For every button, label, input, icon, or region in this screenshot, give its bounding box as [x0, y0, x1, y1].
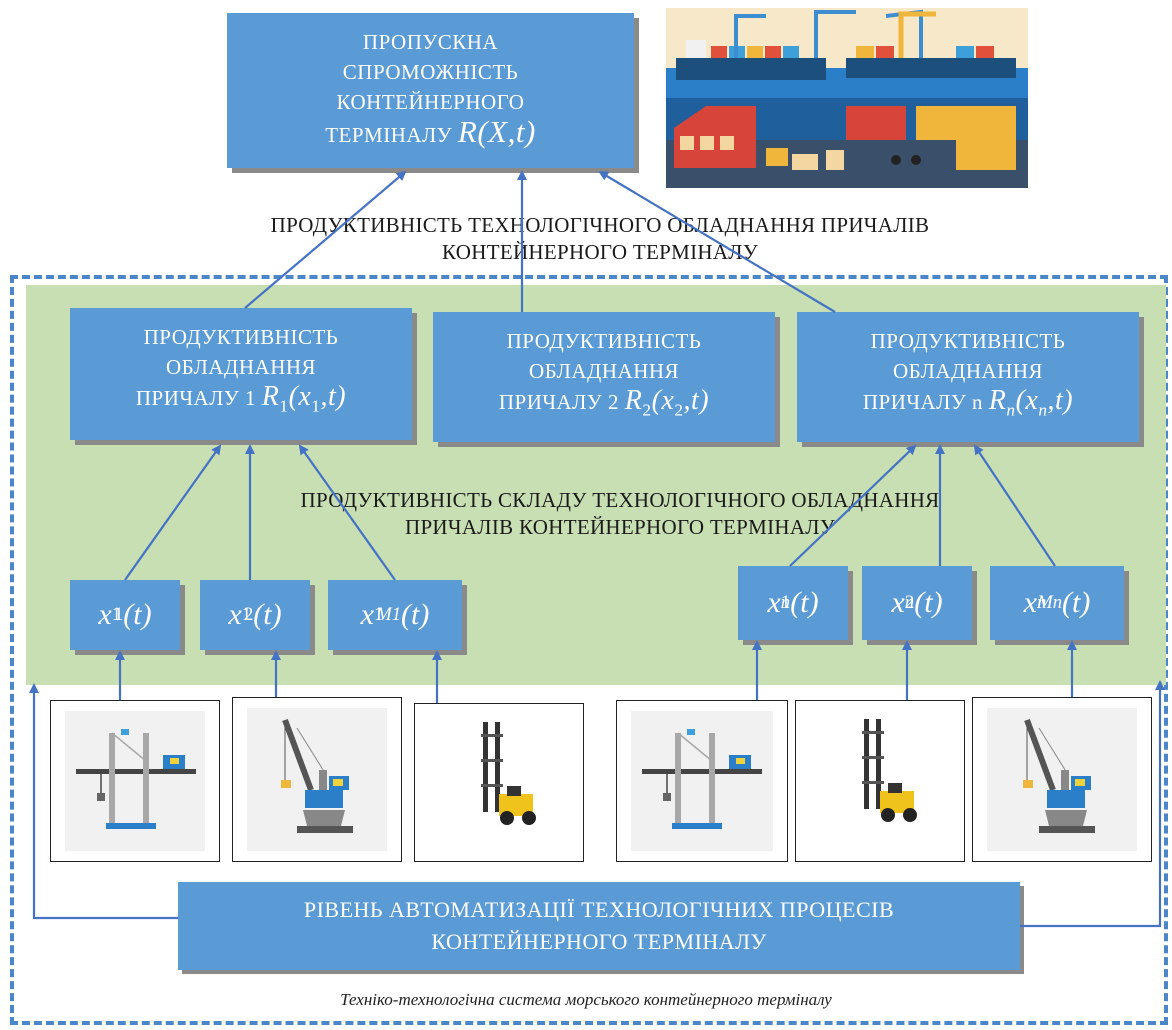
capacity-line-4: ТЕРМІНАЛУ R(X,t) [227, 114, 634, 150]
arrow-automation-right [1020, 680, 1165, 928]
equipment-productivity-label: ПРОДУКТИВНІСТЬ ТЕХНОЛОГІЧНОГО ОБЛАДНАННЯ… [150, 212, 1050, 266]
arrow-xnm-to-berthn [973, 444, 1056, 567]
berth-2-formula: R2(x2,t) [624, 385, 710, 420]
composition-label-line-2: ПРИЧАЛІВ КОНТЕЙНЕРНОГО ТЕРМІНАЛУ [404, 515, 836, 539]
gantry-crane-icon [642, 729, 762, 829]
composition-label: ПРОДУКТИВНІСТЬ СКЛАДУ ТЕХНОЛОГІЧНОГО ОБЛ… [170, 487, 1070, 541]
arrow-automation-left [29, 683, 178, 920]
equipment-box-3 [414, 703, 584, 862]
equipment-box-4 [616, 700, 788, 862]
berth-2-label: ПРИЧАЛУ 2 [498, 390, 620, 414]
automation-line-2: КОНТЕЙНЕРНОГО ТЕРМІНАЛУ [431, 929, 767, 954]
portal-crane-icon [281, 718, 353, 833]
berth-n-box: ПРОДУКТИВНІСТЬ ОБЛАДНАННЯ ПРИЧАЛУ n Rn(x… [797, 312, 1139, 442]
berth-1-formula: R1(x1,t) [261, 381, 347, 416]
capacity-line-1: ПРОПУСКНА [362, 30, 499, 54]
equipment-box-1 [50, 700, 220, 862]
berth-1-line-1: ПРОДУКТИВНІСТЬ [143, 325, 339, 349]
portal-crane-icon [1023, 718, 1095, 833]
berth-n-line-1: ПРОДУКТИВНІСТЬ [870, 329, 1066, 353]
composition-label-line-1: ПРОДУКТИВНІСТЬ СКЛАДУ ТЕХНОЛОГІЧНОГО ОБЛ… [300, 488, 940, 512]
arrow-berth1-to-capacity [244, 170, 407, 309]
berth-2-line-3: ПРИЧАЛУ 2 R2(x2,t) [433, 385, 775, 420]
equipment-box-2 [232, 697, 402, 862]
system-boundary [10, 275, 1168, 1025]
arrow-x1m-to-berth1 [298, 444, 396, 581]
equipment-box-5 [795, 700, 965, 862]
berth-1-line-3: ПРИЧАЛУ 1 R1(x1,t) [70, 381, 412, 416]
system-caption: Техніко-технологічна система морського к… [340, 990, 832, 1009]
berth-1-label: ПРИЧАЛУ 1 [135, 386, 257, 410]
capacity-line-2: СПРОМОЖНІСТЬ [342, 60, 519, 84]
berth-2-line-2: ОБЛАДНАННЯ [528, 359, 680, 383]
port-illustration [666, 8, 1028, 188]
automation-level-box: РІВЕНЬ АВТОМАТИЗАЦІЇ ТЕХНОЛОГІЧНИХ ПРОЦЕ… [178, 882, 1020, 970]
equipment-box-6 [972, 697, 1152, 862]
arrow-x11-to-berth1 [124, 444, 222, 581]
gantry-crane-icon [76, 729, 196, 829]
equipment-label-line-2: КОНТЕЙНЕРНОГО ТЕРМІНАЛУ [441, 240, 758, 264]
capacity-line-4-prefix: ТЕРМІНАЛУ [325, 123, 453, 147]
berth-n-line-3: ПРИЧАЛУ n Rn(xn,t) [797, 385, 1139, 420]
capacity-line-3: КОНТЕЙНЕРНОГО [336, 90, 525, 114]
berth-2-box: ПРОДУКТИВНІСТЬ ОБЛАДНАННЯ ПРИЧАЛУ 2 R2(x… [433, 312, 775, 442]
capacity-formula: R(X,t) [457, 114, 536, 149]
berth-2-line-1: ПРОДУКТИВНІСТЬ [506, 329, 702, 353]
berth-1-box: ПРОДУКТИВНІСТЬ ОБЛАДНАННЯ ПРИЧАЛУ 1 R1(x… [70, 308, 412, 440]
arrow-bertn-to-capacity [598, 170, 836, 313]
berth-n-label: ПРИЧАЛУ n [862, 390, 984, 414]
berth-n-line-2: ОБЛАДНАННЯ [892, 359, 1044, 383]
automation-line-1: РІВЕНЬ АВТОМАТИЗАЦІЇ ТЕХНОЛОГІЧНИХ ПРОЦЕ… [303, 897, 895, 922]
berth-1-line-2: ОБЛАДНАННЯ [165, 355, 317, 379]
terminal-capacity-box: ПРОПУСКНА СПРОМОЖНІСТЬ КОНТЕЙНЕРНОГО ТЕР… [227, 13, 634, 168]
reach-stacker-icon [481, 722, 536, 825]
equipment-label-line-1: ПРОДУКТИВНІСТЬ ТЕХНОЛОГІЧНОГО ОБЛАДНАННЯ… [270, 213, 930, 237]
berth-n-formula: Rn(xn,t) [988, 385, 1074, 420]
reach-stacker-icon [862, 719, 917, 822]
arrow-xn1-to-berthn [789, 444, 917, 567]
port-scene-image [666, 8, 1028, 188]
